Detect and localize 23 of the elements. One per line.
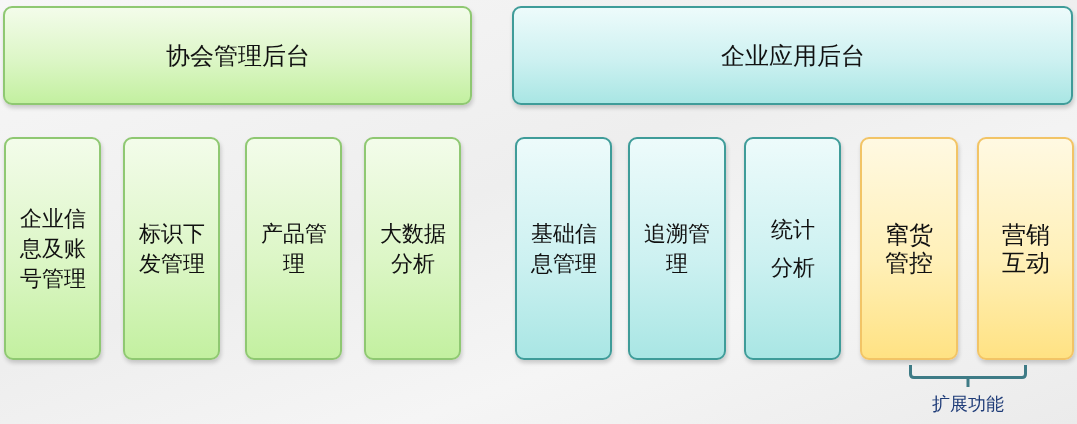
module-panel	[860, 137, 958, 360]
module-panel	[123, 137, 220, 360]
module-title: 大数据分析	[378, 219, 447, 278]
header-title: 企业应用后台	[720, 40, 865, 71]
module-title: 营销互动	[1001, 220, 1050, 277]
bracket-label: 扩展功能	[932, 392, 1004, 416]
module-panel	[628, 137, 726, 360]
module-title: 追溯管理	[643, 219, 711, 278]
module-title: 窜货管控	[885, 220, 933, 277]
module-title: 统计分析	[769, 215, 816, 282]
module-title: 基础信息管理	[529, 219, 598, 278]
module-panel	[977, 137, 1074, 360]
module-title: 企业信息及账号管理	[18, 204, 87, 293]
header-title: 协会管理后台	[165, 40, 310, 71]
module-panel	[245, 137, 342, 360]
header-panel	[3, 6, 472, 105]
module-title: 标识下发管理	[137, 219, 206, 278]
module-panel	[364, 137, 461, 360]
module-panel	[4, 137, 101, 360]
module-panel	[515, 137, 612, 360]
module-title: 产品管理	[259, 219, 328, 278]
module-panel	[744, 137, 841, 360]
header-panel	[512, 6, 1073, 105]
